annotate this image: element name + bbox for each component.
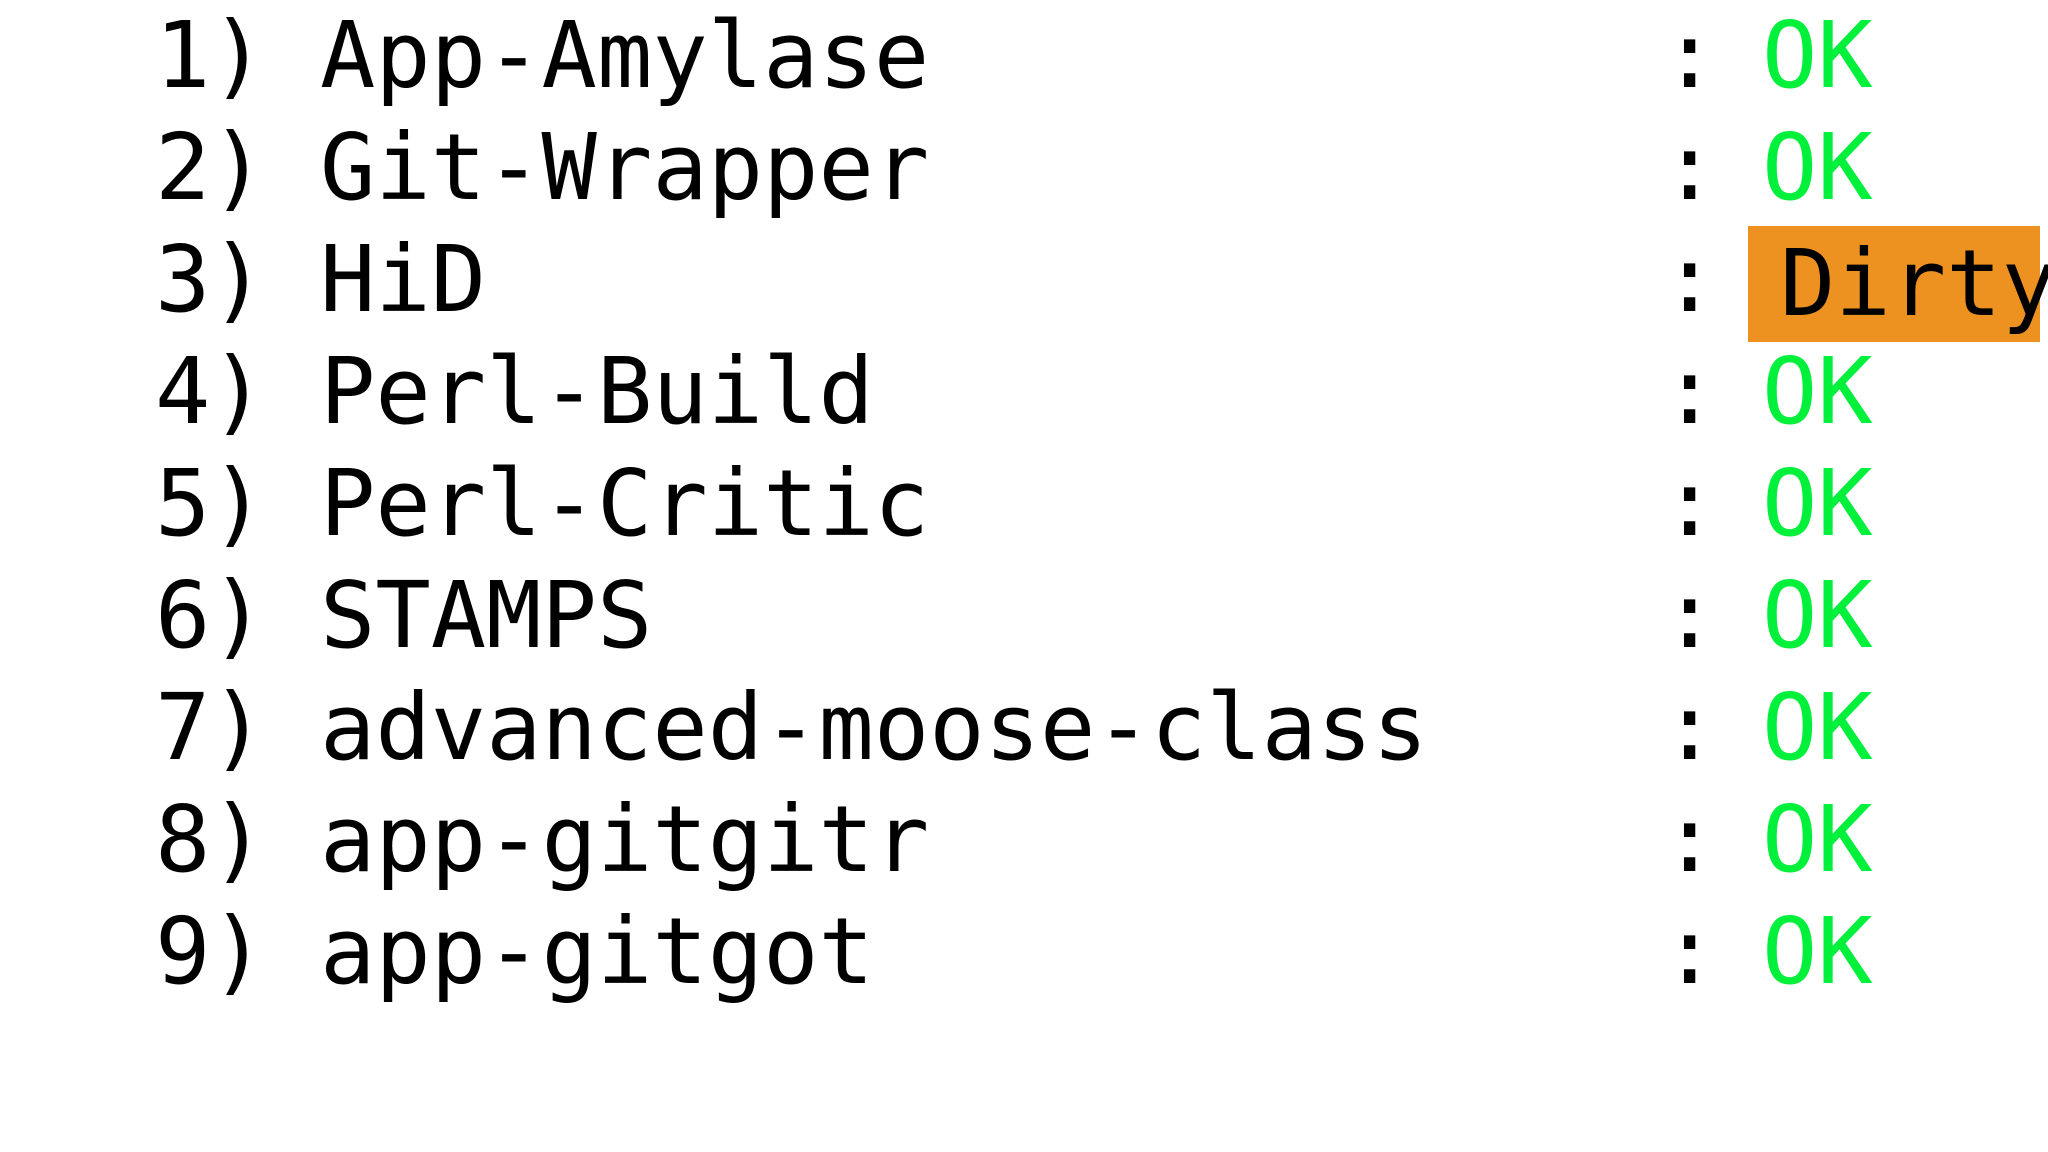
list-item-index: 5) [155,450,266,557]
list-item[interactable]: 1) App-Amylase: OK [0,0,2048,112]
list-item-index: 7) [155,674,266,781]
list-item[interactable]: 9) app-gitgot: OK [0,896,2048,1008]
list-item-separator: : [1662,674,1718,781]
status-badge-ok: OK [1762,898,1873,1005]
list-item-index: 4) [155,338,266,445]
list-item[interactable]: 5) Perl-Critic: OK [0,448,2048,560]
list-item-name: App-Amylase [320,2,930,109]
list-item-name: app-gitgot [320,898,874,1005]
status-badge-ok: OK [1762,114,1873,221]
list-item-index: 9) [155,898,266,1005]
list-item[interactable]: 8) app-gitgitr: OK [0,784,2048,896]
list-item[interactable]: 2) Git-Wrapper: OK [0,112,2048,224]
status-badge-ok: OK [1762,338,1873,445]
list-item-name: Perl-Critic [320,450,930,557]
status-badge-label: Dirty [1780,230,2048,337]
status-badge-ok: OK [1762,562,1873,669]
list-item-name: Perl-Build [320,338,874,445]
list-item-separator: : [1662,2,1718,109]
list-item-name: advanced-moose-class [320,674,1428,781]
list-item-index: 2) [155,114,266,221]
status-badge-ok: OK [1762,786,1873,893]
list-item-name: STAMPS [320,562,653,669]
list-item-index: 3) [155,226,266,333]
list-item-separator: : [1662,338,1718,445]
list-item-index: 6) [155,562,266,669]
status-badge-ok: OK [1762,2,1873,109]
status-badge-ok: OK [1762,674,1873,781]
list-item-separator: : [1662,226,1718,333]
list-item-separator: : [1662,562,1718,669]
status-badge-dirty[interactable]: Dirty [1748,226,2048,342]
list-item[interactable]: 3) HiD: Dirty [0,224,2048,342]
list-item[interactable]: 6) STAMPS: OK [0,560,2048,672]
list-item-separator: : [1662,786,1718,893]
list-item-index: 8) [155,786,266,893]
list-item-name: app-gitgitr [320,786,930,893]
status-badge-ok: OK [1762,450,1873,557]
list-item-name: HiD [320,226,487,333]
list-item-separator: : [1662,450,1718,557]
repository-status-list: 1) App-Amylase: OK 2) Git-Wrapper: OK 3) HiD: Di… [0,0,2048,1008]
list-item-separator: : [1662,898,1718,1005]
list-item-separator: : [1662,114,1718,221]
list-item[interactable]: 4) Perl-Build: OK [0,336,2048,448]
list-item-name: Git-Wrapper [320,114,930,221]
list-item-index: 1) [155,2,266,109]
list-item[interactable]: 7) advanced-moose-class: OK [0,672,2048,784]
